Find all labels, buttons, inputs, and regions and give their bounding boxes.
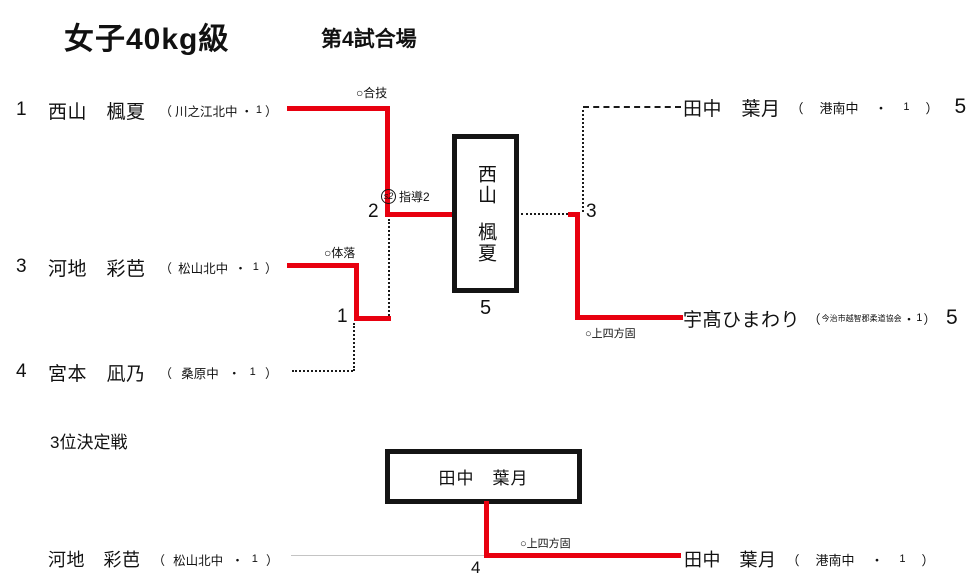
draw-number: 5 [954, 95, 967, 118]
player-name: 宇髙ひまわり [683, 309, 801, 331]
entry-row-udaka: 宇髙ひまわり （ 今治市越智郡柔道協会 ・ 1 ） 5 [683, 303, 958, 333]
match-number-1: 1 [337, 306, 348, 327]
final-result-annotation: s2 指導2 [381, 188, 430, 205]
grade: 1 [255, 104, 263, 116]
entry-row-miyamoto: 4 宮本 凪乃 （ 桑原中 ・ 1 ） [16, 357, 278, 387]
grade: 1 [903, 101, 910, 113]
winner-line-match3-stub [568, 212, 580, 217]
affiliation: （ 港南中 ・ 1 ） [791, 98, 939, 117]
third-place-heading: 3位決定戦 [50, 433, 128, 452]
match-number-3: 3 [586, 201, 597, 222]
club-name: 港南中 [815, 552, 855, 568]
loser-line-tanaka-vertical [582, 110, 584, 212]
loser-line-miyamoto-vertical [353, 323, 355, 371]
entry-row-nishiyama: 1 西山 楓夏 （ 川之江北中 ・ 1 ） [16, 95, 278, 125]
final-result-note: 指導2 [399, 190, 430, 204]
mat-number-label: 第4試合場 [321, 28, 417, 51]
draw-number: 3 [16, 256, 27, 277]
grade: 1 [916, 312, 923, 324]
player-name: 田中 葉月 [683, 98, 781, 120]
draw-number: 5 [946, 306, 958, 329]
grade: 1 [251, 553, 258, 565]
player-name: 田中 葉月 [684, 550, 777, 570]
match-number-4: 4 [471, 558, 481, 577]
winner-line-kawachi-horizontal [287, 263, 359, 268]
affiliation: （ 今治市越智郡柔道協会 ・ 1 ） [808, 312, 936, 327]
winner-line-thirdplace-vertical [484, 501, 489, 558]
club-name: 港南中 [819, 100, 859, 116]
winner-line-kawachi-vertical [354, 263, 359, 321]
third-place-winner-box: 田中 葉月 [385, 449, 582, 504]
draw-number: 4 [16, 361, 27, 382]
entry-row-tanaka: 田中 葉月 （ 港南中 ・ 1 ） 5 [683, 92, 966, 122]
connector-box-to-match3 [521, 213, 568, 215]
grade: 1 [249, 366, 256, 378]
winner-line-match1-stub [354, 316, 391, 321]
grade: 1 [252, 261, 259, 273]
thirdplace-entry-kawachi: 河地 彩芭 （ 松山北中 ・ 1 ） [48, 544, 279, 574]
affiliation: （ 川之江北中 ・ 1 ） [160, 101, 278, 120]
winner-line-udaka-horizontal [575, 315, 683, 320]
winner-line-udaka-vertical [575, 212, 580, 320]
club-name: 桑原中 [181, 366, 219, 381]
match-number-5: 5 [479, 297, 492, 319]
loser-line-kawachi-thirdplace [291, 555, 484, 556]
player-name: 西山 楓夏 [48, 101, 146, 123]
technique-label-match4: ○上四方固 [520, 538, 571, 550]
weight-class-title: 女子40kg級 [64, 23, 230, 56]
match-number-2: 2 [368, 201, 379, 222]
score-mark-icon: s2 [381, 189, 396, 204]
loser-line-tanaka-horizontal [583, 106, 681, 108]
club-name: 今治市越智郡柔道協会 [821, 313, 902, 323]
winner-line-thirdplace-horizontal [484, 553, 681, 558]
technique-label-match2: ○合技 [356, 86, 388, 100]
loser-line-match2-vertical [388, 219, 390, 316]
draw-number: 1 [16, 99, 27, 120]
club-name: 川之江北中 [174, 104, 238, 119]
loser-line-miyamoto-horizontal [292, 370, 353, 372]
affiliation: （ 松山北中 ・ 1 ） [153, 550, 279, 569]
champion-name: 西山楓夏 [475, 163, 496, 264]
player-name: 河地 彩芭 [48, 550, 141, 570]
thirdplace-entry-tanaka: 田中 葉月 （ 港南中 ・ 1 ） [684, 544, 935, 574]
winner-line-nishiyama-vertical [385, 106, 390, 217]
club-name: 松山北中 [173, 553, 224, 568]
technique-label-match1: ○体落 [324, 246, 356, 260]
winner-line-nishiyama-horizontal [287, 106, 390, 111]
winner-line-final-left [385, 212, 455, 217]
champion-box: 西山楓夏 [452, 134, 519, 293]
affiliation: （ 松山北中 ・ 1 ） [160, 258, 278, 277]
grade: 1 [899, 553, 906, 565]
entry-row-kawachi: 3 河地 彩芭 （ 松山北中 ・ 1 ） [16, 252, 278, 282]
technique-label-match3: ○上四方固 [585, 328, 636, 340]
player-name: 宮本 凪乃 [48, 363, 146, 385]
club-name: 松山北中 [178, 261, 229, 276]
affiliation: （ 桑原中 ・ 1 ） [160, 363, 278, 382]
player-name: 河地 彩芭 [48, 258, 146, 280]
affiliation: （ 港南中 ・ 1 ） [787, 550, 935, 569]
